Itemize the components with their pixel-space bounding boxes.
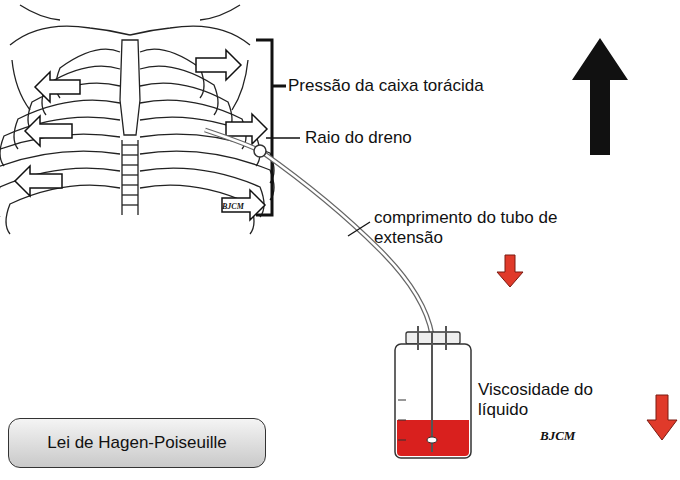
decrease-arrow (647, 395, 677, 440)
bracket (256, 40, 286, 215)
decrease-arrow (497, 255, 523, 287)
pressure-label: Pressão da caixa torácida (288, 76, 484, 96)
law-box: Lei de Hagen-Poiseuille (8, 418, 266, 468)
drain-radius-label: Raio do dreno (305, 128, 412, 148)
tube-length-label: comprimento do tubo de extensão (374, 208, 589, 249)
rib-cage (0, 5, 274, 234)
signature: BJCM (540, 428, 575, 444)
signature: BJCM (222, 202, 244, 212)
connector (254, 145, 266, 157)
drainage-bottle (395, 326, 471, 458)
leader-line (266, 137, 300, 138)
viscosity-label: Viscosidade do líquido (478, 380, 613, 421)
increase-arrow (572, 38, 628, 155)
leader-line (348, 222, 370, 236)
expansion-arrows (15, 50, 267, 220)
box-text: Lei de Hagen-Poiseuille (47, 433, 227, 453)
